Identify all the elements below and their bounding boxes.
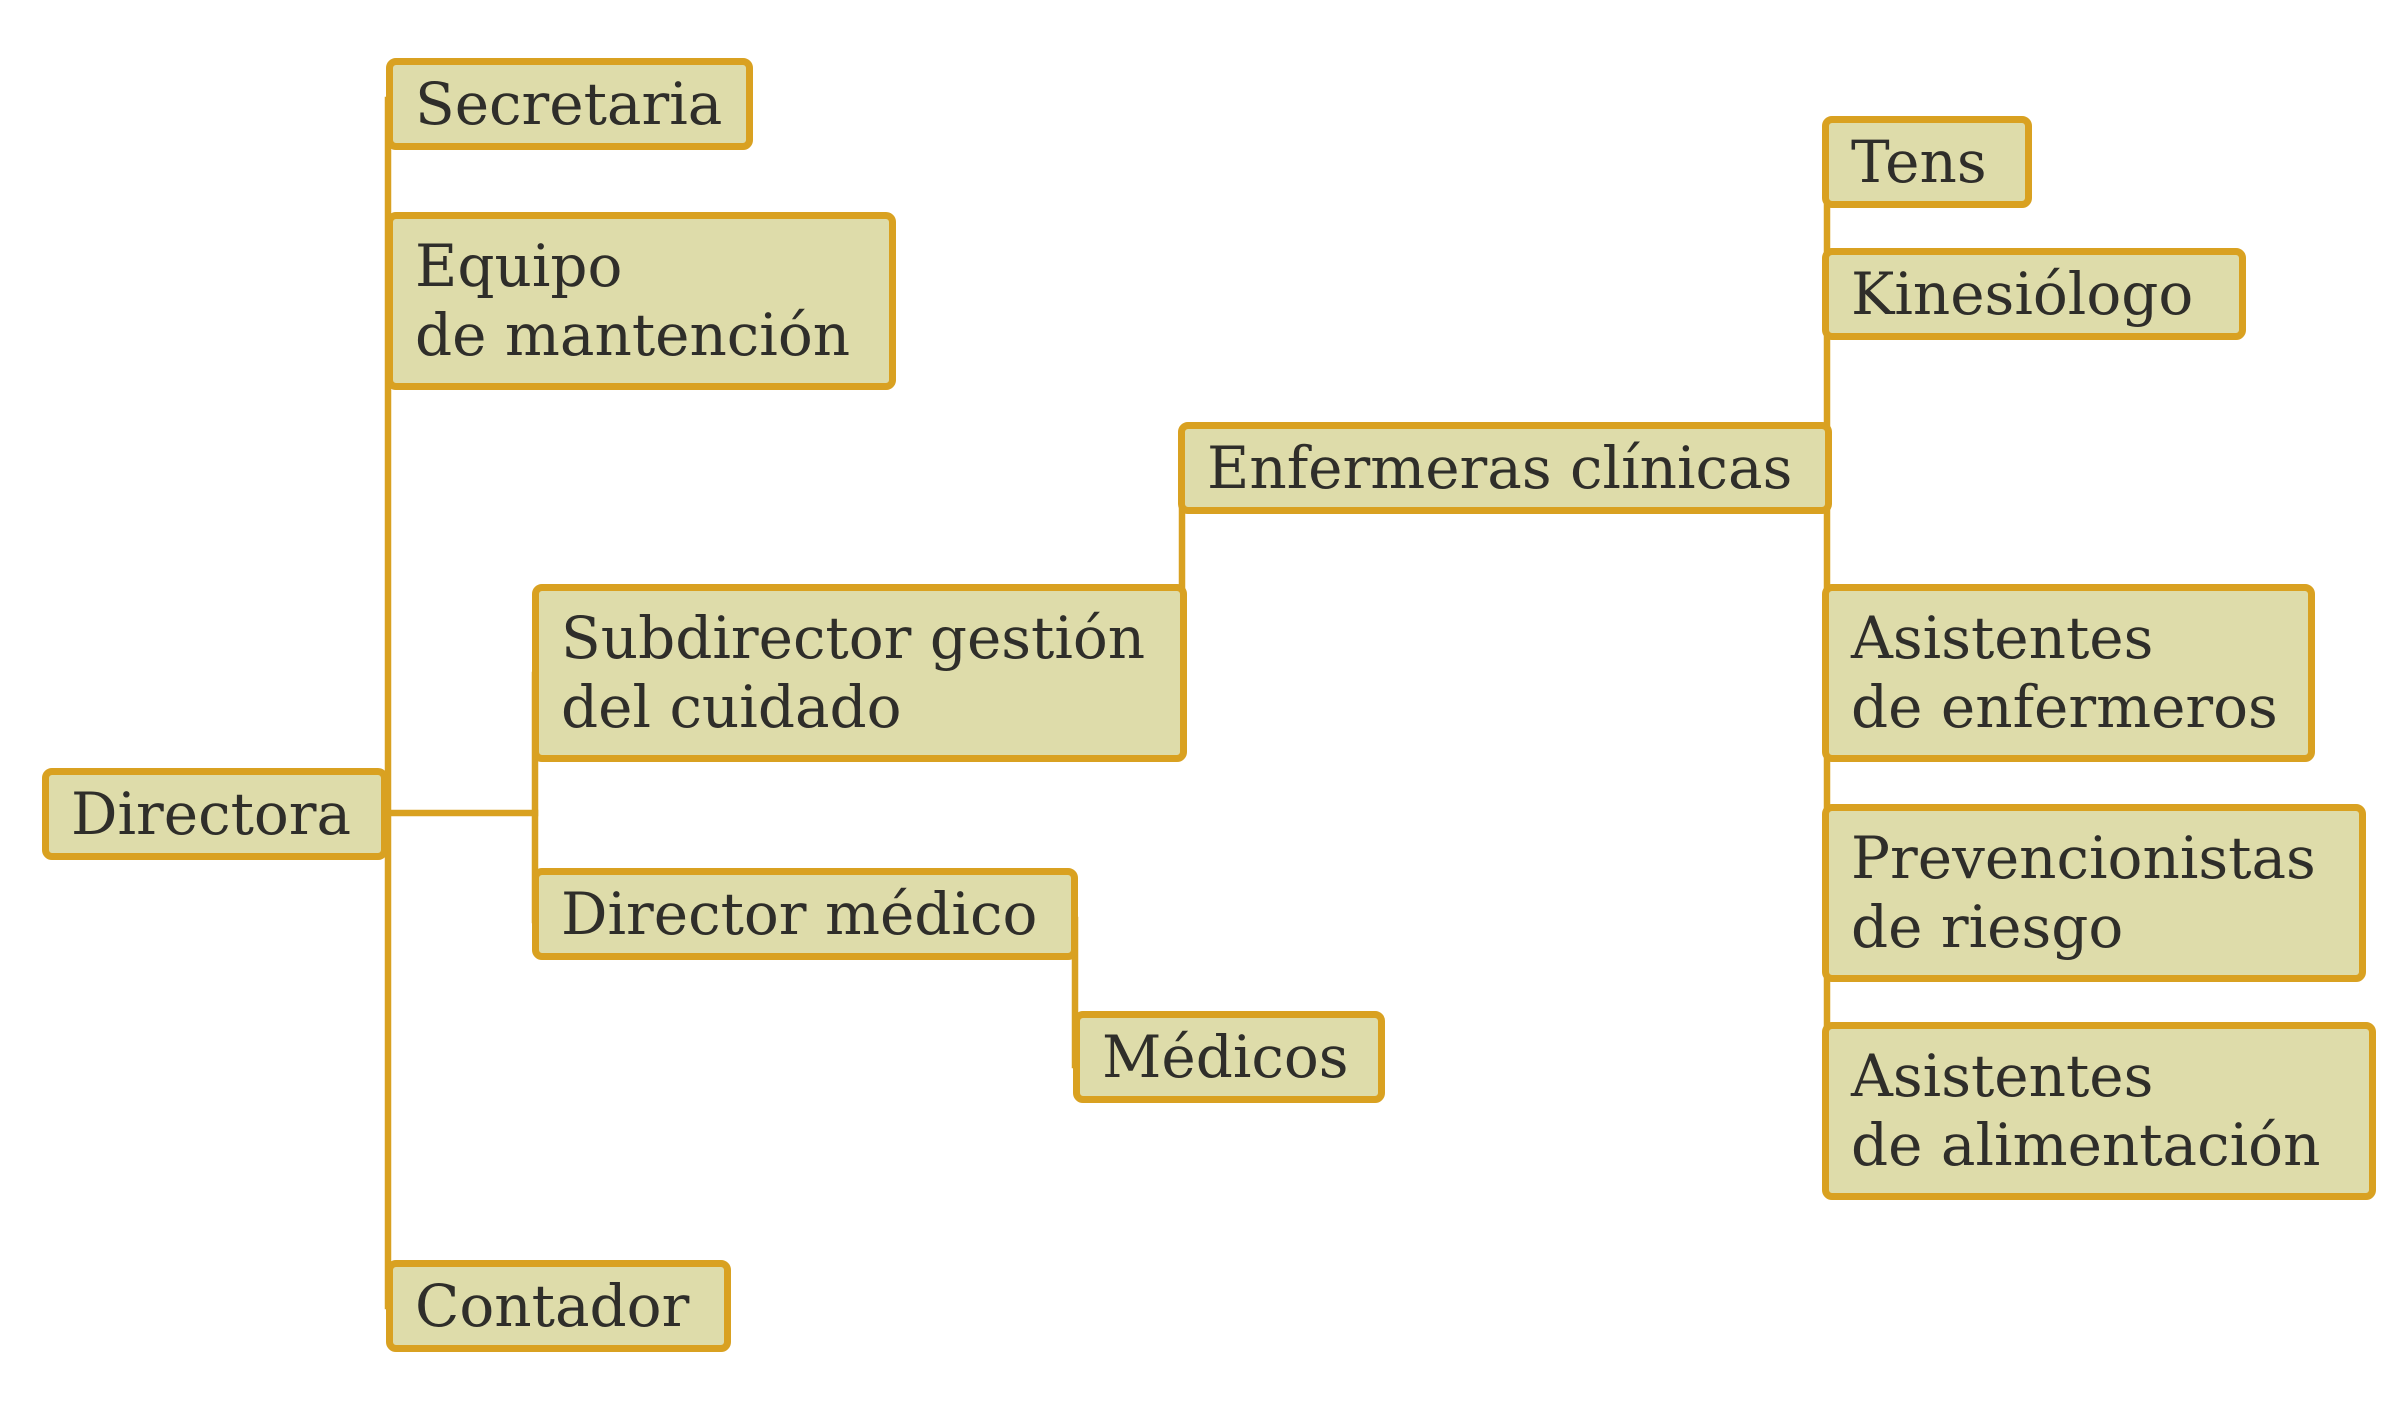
node-subdirector-line1: Subdirector gestión bbox=[561, 604, 1146, 672]
node-enfermeras: Enfermeras clínicas bbox=[1178, 422, 1832, 514]
node-asistentes-enfermeros-line2: de enfermeros bbox=[1851, 673, 2278, 741]
node-secretaria-label: Secretaria bbox=[415, 69, 723, 138]
node-medicos-label: Médicos bbox=[1102, 1022, 1349, 1091]
node-director-medico: Director médico bbox=[532, 868, 1078, 960]
node-subdirector-line2: del cuidado bbox=[561, 673, 902, 741]
node-asistentes-enfermeros-line1: Asistentes bbox=[1851, 604, 2154, 672]
node-subdirector: Subdirector gestión del cuidado bbox=[532, 584, 1187, 762]
node-enfermeras-label: Enfermeras clínicas bbox=[1207, 433, 1793, 502]
node-prevencionistas-line2: de riesgo bbox=[1851, 893, 2124, 961]
node-equipo-mantencion: Equipo de mantención bbox=[386, 212, 896, 390]
node-directora: Directora bbox=[42, 768, 388, 860]
node-equipo-mantencion-line2: de mantención bbox=[415, 301, 851, 369]
node-prevencionistas-line1: Prevencionistas bbox=[1851, 824, 2316, 892]
node-kinesiologo: Kinesiólogo bbox=[1822, 248, 2246, 340]
node-tens-label: Tens bbox=[1851, 127, 1987, 196]
node-tens: Tens bbox=[1822, 116, 2032, 208]
node-asistentes-alimentacion-line1: Asistentes bbox=[1851, 1042, 2154, 1110]
node-kinesiologo-label: Kinesiólogo bbox=[1851, 259, 2194, 328]
node-secretaria: Secretaria bbox=[386, 58, 753, 150]
node-prevencionistas: Prevencionistas de riesgo bbox=[1822, 804, 2366, 982]
node-equipo-mantencion-line1: Equipo bbox=[415, 232, 623, 300]
node-asistentes-enfermeros: Asistentes de enfermeros bbox=[1822, 584, 2315, 762]
node-asistentes-alimentacion-line2: de alimentación bbox=[1851, 1111, 2321, 1179]
node-medicos: Médicos bbox=[1073, 1011, 1385, 1103]
node-asistentes-alimentacion: Asistentes de alimentación bbox=[1822, 1022, 2376, 1200]
node-directora-label: Directora bbox=[71, 779, 352, 848]
node-director-medico-label: Director médico bbox=[561, 879, 1038, 948]
node-contador-label: Contador bbox=[415, 1271, 690, 1340]
node-contador: Contador bbox=[386, 1260, 731, 1352]
